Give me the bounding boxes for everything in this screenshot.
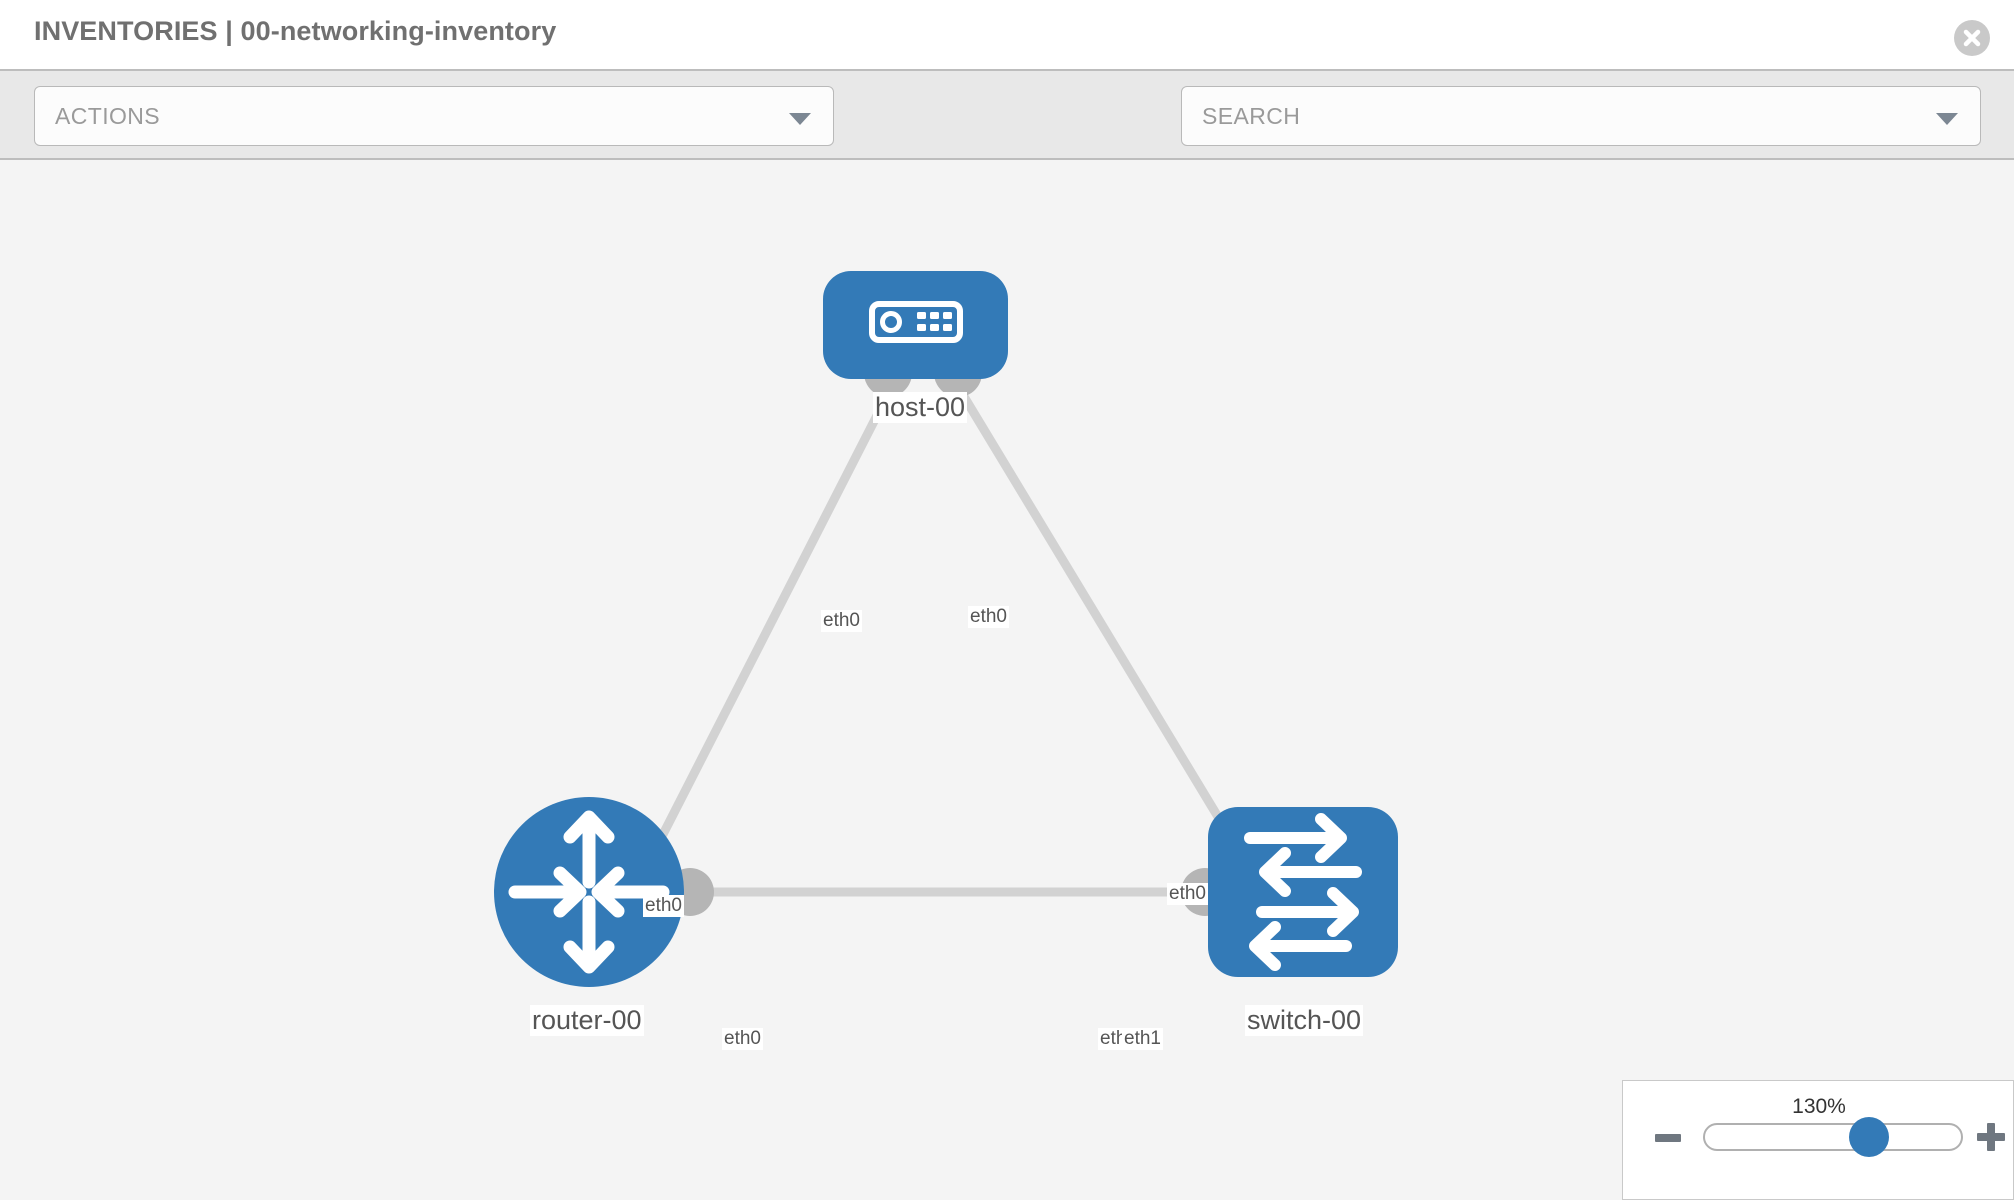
toolbar: ACTIONS [0,69,2014,200]
node-label-switch-00: switch-00 [1245,1005,1364,1036]
page-title: INVENTORIES | 00-networking-inventory [34,16,557,46]
search-input[interactable] [1202,87,1922,145]
zoom-percent-label: 130% [1792,1095,1846,1118]
zoom-slider-track[interactable] [1703,1123,1963,1151]
node-switch-00[interactable] [1208,807,1398,977]
iface-label-switch00-eth-occluded: eth [1098,1028,1129,1050]
chevron-down-icon [789,113,811,125]
link-host00-router00[interactable] [650,387,895,853]
iface-label-router00-eth0-uplink: eth0 [643,895,684,917]
topology-graph [494,271,1398,987]
link-host00-switch00[interactable] [956,387,1236,843]
search-box[interactable] [1181,86,1981,146]
iface-label-host00-eth0-left: eth0 [821,610,862,632]
iface-label-switch00-eth0: eth0 [1167,883,1208,905]
actions-dropdown[interactable]: ACTIONS [34,86,834,146]
chevron-down-icon[interactable] [1936,113,1958,125]
node-label-router-00: router-00 [530,1005,644,1036]
iface-label-host00-eth0-right: eth0 [968,606,1009,628]
node-host-00[interactable] [823,271,1008,379]
zoom-out-button[interactable] [1655,1134,1681,1142]
close-icon[interactable] [1954,20,1990,56]
node-router-00[interactable] [494,797,684,987]
zoom-control-panel: 130% [1622,1080,2014,1200]
actions-dropdown-label: ACTIONS [55,103,161,129]
iface-label-router00-eth0: eth0 [722,1028,763,1050]
page-header: INVENTORIES | 00-networking-inventory [0,0,2014,69]
zoom-in-button[interactable] [1977,1123,2005,1151]
iface-label-switch00-eth1: eth1 [1122,1028,1163,1050]
topology-canvas[interactable]: host-00 router-00 switch-00 eth0 eth0 et… [0,160,2014,1200]
zoom-slider-thumb[interactable] [1849,1117,1889,1157]
node-label-host-00: host-00 [873,392,968,423]
